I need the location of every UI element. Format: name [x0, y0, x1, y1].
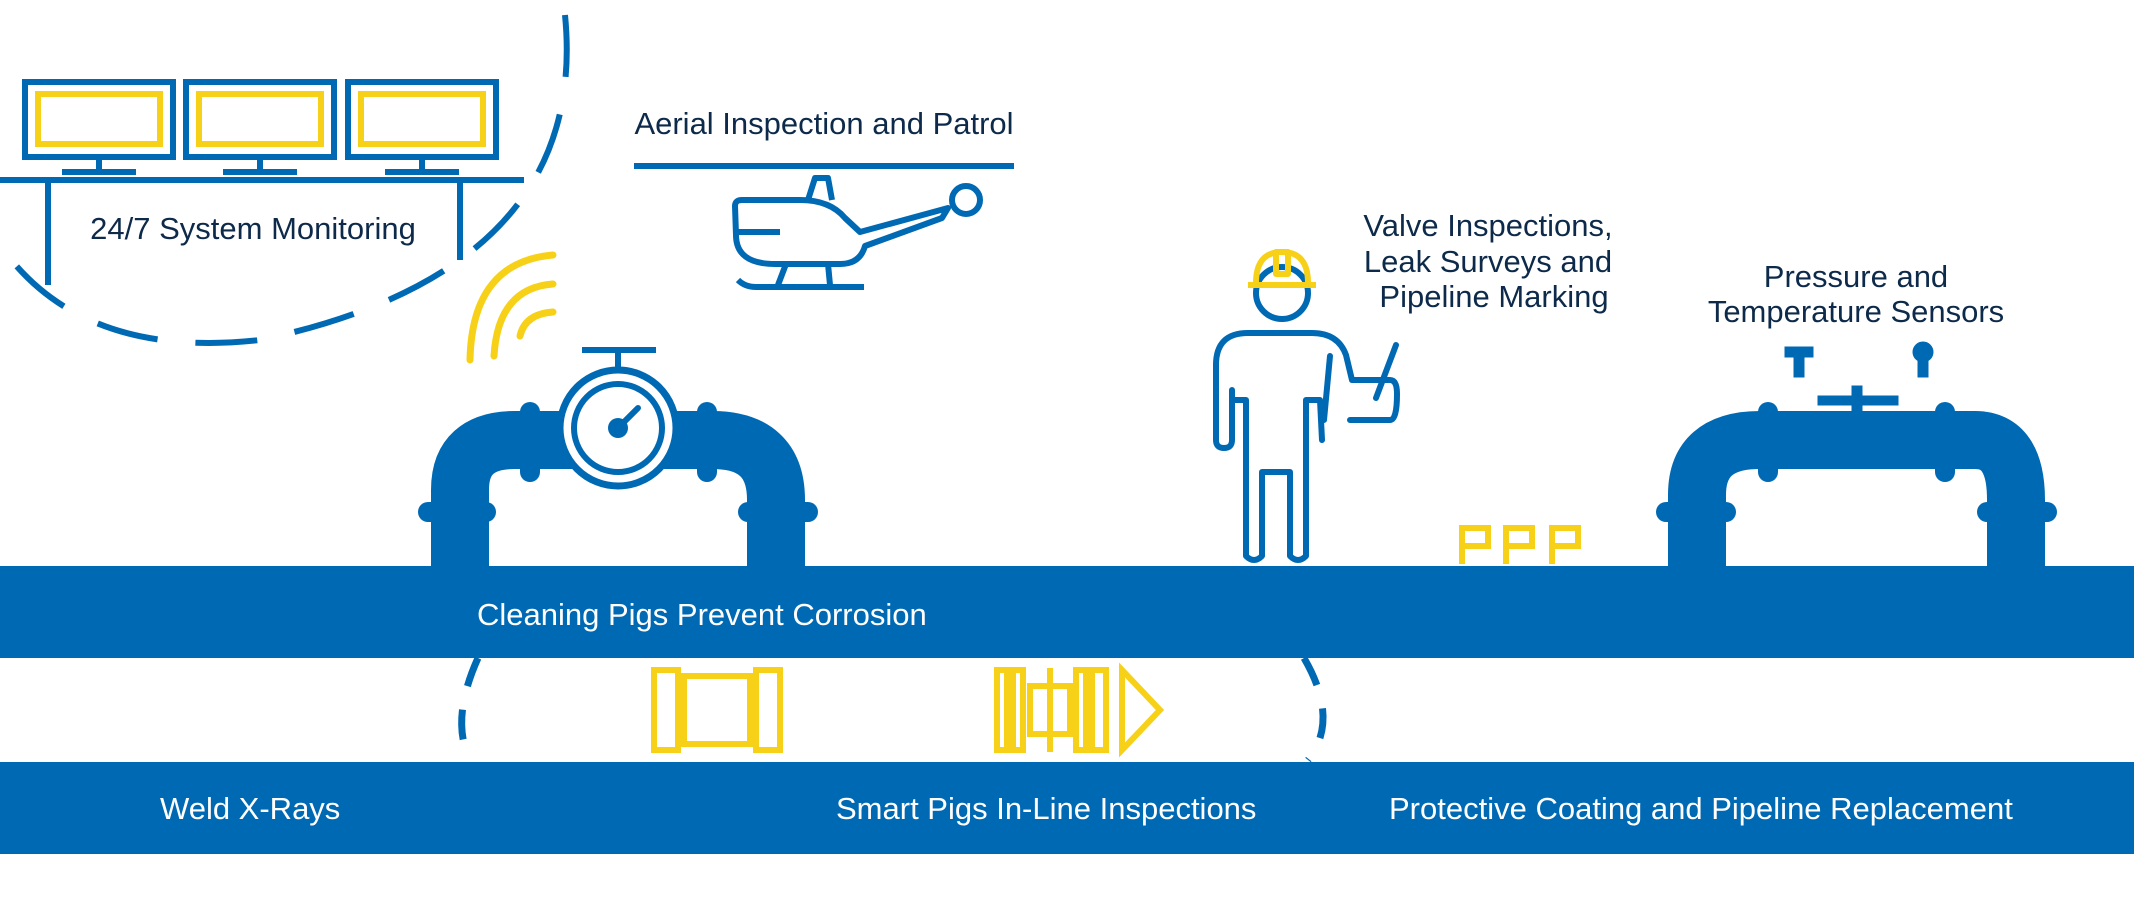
sensors-label-line2: Temperature Sensors: [1708, 294, 2004, 329]
upper-pipeline: [0, 566, 2134, 658]
pig-launcher-loop: [458, 656, 1327, 763]
monitor-icon: [183, 79, 337, 175]
hard-hat-icon: [1248, 249, 1316, 288]
wireless-signal-icon: [466, 251, 557, 364]
helicopter-icon: [634, 163, 1014, 290]
lower-pipeline: [0, 762, 2134, 854]
sensors-label-line1: Pressure and: [1764, 259, 1948, 294]
smart-pigs-label: Smart Pigs In-Line Inspections: [836, 791, 1256, 826]
weld-label: Weld X-Rays: [160, 791, 340, 826]
cleaning-pigs-label: Cleaning Pigs Prevent Corrosion: [477, 597, 927, 632]
monitoring-label: 24/7 System Monitoring: [90, 211, 416, 246]
sensor-icon: [1784, 341, 1934, 417]
pipeline-marker-icon: [1459, 525, 1581, 564]
inspector-worker-icon: [1213, 264, 1400, 563]
coating-label: Protective Coating and Pipeline Replacem…: [1389, 791, 2013, 826]
valve-label-line1: Valve Inspections,: [1363, 208, 1612, 243]
smart-pig-icon: [994, 662, 1165, 758]
monitoring-ellipse: [0, 14, 570, 346]
monitor-icon: [22, 79, 176, 175]
monitoring-desk: [0, 177, 524, 285]
aerial-label: Aerial Inspection and Patrol: [634, 106, 1013, 141]
valve-label-line3: Pipeline Marking: [1379, 279, 1608, 314]
valve-label-line2: Leak Surveys and: [1364, 244, 1612, 279]
monitor-icon: [345, 79, 499, 175]
pressure-gauge-icon: [556, 347, 680, 490]
cleaning-pig-icon: [651, 667, 783, 753]
loop-flanges: [418, 402, 818, 522]
sensor-loop-flanges: [1656, 402, 2057, 522]
sensor-loop: [1668, 411, 2045, 568]
